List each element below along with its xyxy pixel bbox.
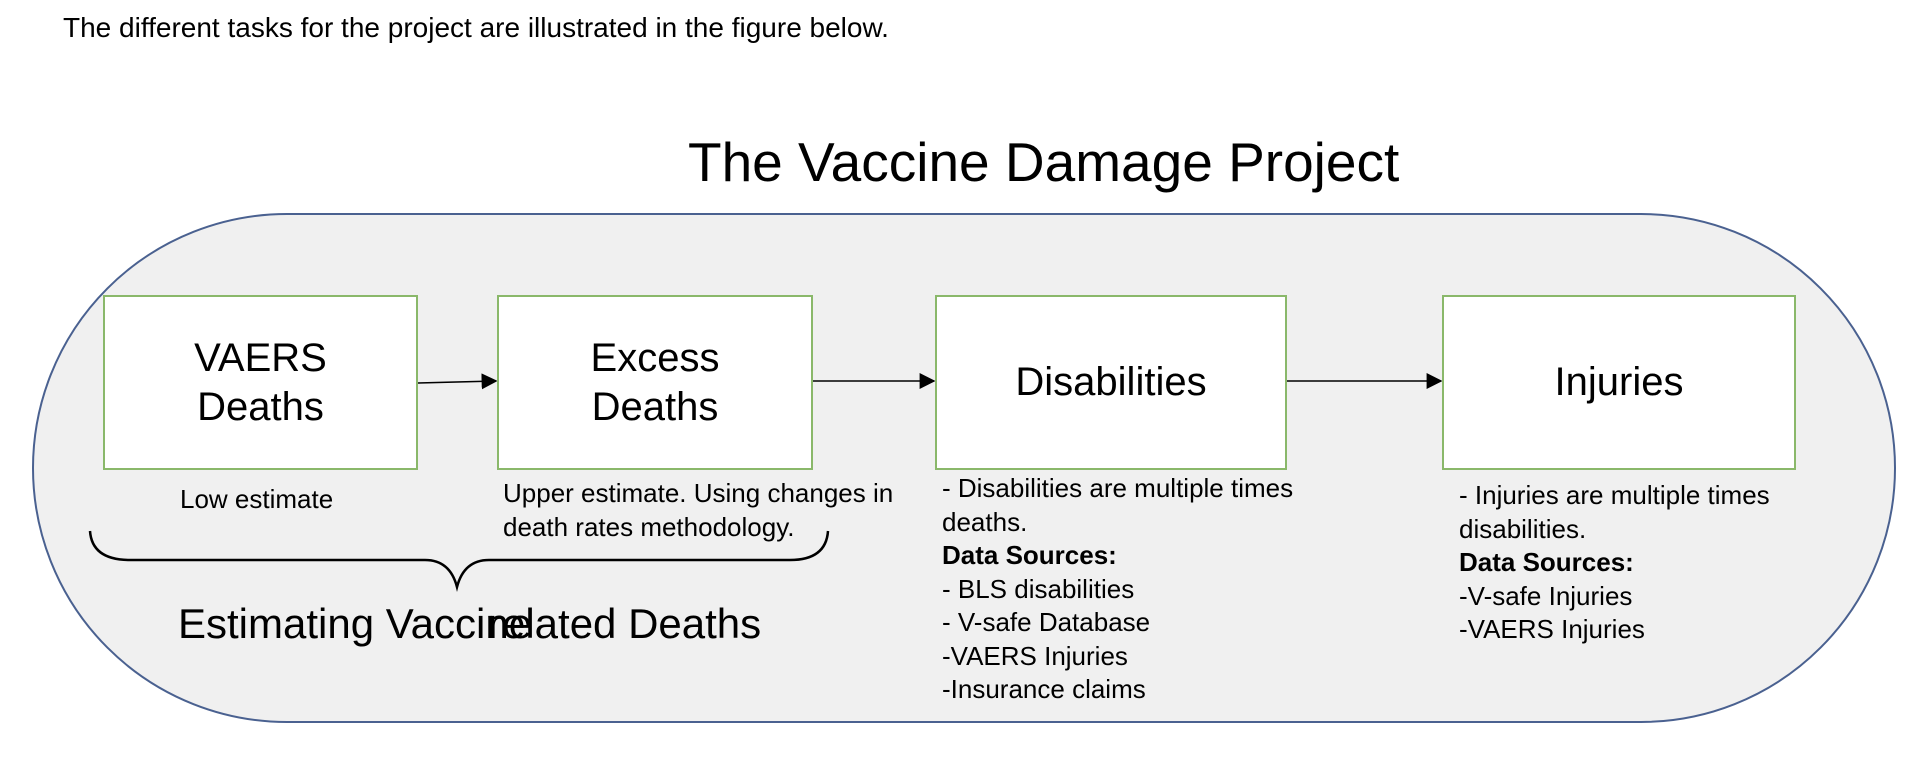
data-source-item: -VAERS Injuries: [942, 640, 1128, 671]
vaers-deaths-box: VAERS Deaths: [103, 295, 418, 470]
box-label: VAERS: [194, 335, 327, 380]
diagram-title: The Vaccine Damage Project: [688, 131, 1400, 193]
box-label: Deaths: [197, 384, 324, 429]
note-line: Upper estimate. Using changes in: [503, 478, 894, 508]
brace-label-part1: Estimating Vaccine: [178, 600, 533, 647]
brace-label-part2: related Deaths: [488, 600, 762, 647]
curly-brace: [88, 530, 830, 592]
data-sources-label: Data Sources:: [1459, 547, 1634, 577]
data-source-item: - BLS disabilities: [942, 573, 1135, 604]
upper-estimate-note: Upper estimate. Using changes in death r…: [503, 477, 893, 544]
data-source-item: -Insurance claims: [942, 674, 1146, 704]
box-label: Disabilities: [1015, 360, 1207, 404]
data-source-item: -V-safe Injuries: [1459, 580, 1633, 611]
box-label: Deaths: [591, 384, 719, 429]
injuries-box: Injuries: [1442, 295, 1796, 470]
data-source-item: -VAERS Injuries: [1459, 614, 1645, 644]
intro-text: The different tasks for the project are …: [63, 12, 889, 43]
note-line: - Injuries are multiple times: [1459, 480, 1770, 510]
arrow-vaers-to-excess: [417, 373, 498, 390]
note-line: - Disabilities are multiple times: [942, 473, 1294, 503]
excess-deaths-box: Excess Deaths: [497, 295, 813, 470]
note-line: disabilities.: [1459, 513, 1587, 544]
box-label: Injuries: [1554, 360, 1684, 404]
disabilities-box: Disabilities: [935, 295, 1287, 470]
data-source-item: - V-safe Database: [942, 607, 1151, 637]
data-sources-label: Data Sources:: [942, 540, 1117, 570]
note-line: death rates methodology.: [503, 511, 795, 542]
note-line: deaths.: [942, 506, 1028, 537]
low-estimate-note: Low estimate: [180, 484, 334, 514]
box-label: Excess: [590, 335, 720, 380]
disabilities-note: - Disabilities are multiple times deaths…: [942, 472, 1293, 707]
injuries-note: - Injuries are multiple times disabiliti…: [1459, 479, 1770, 647]
